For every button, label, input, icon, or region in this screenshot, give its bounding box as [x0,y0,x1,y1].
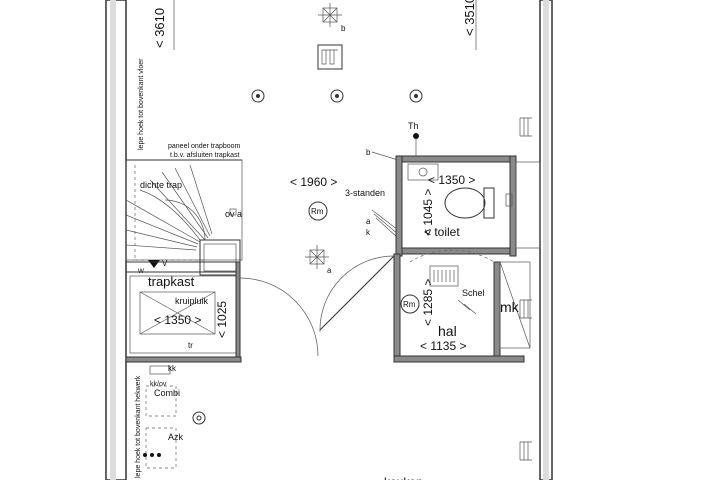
trapkast-label: trapkast [148,274,195,289]
bottom-room-label: keuken [384,475,423,480]
meter-cupboard-icon [499,261,531,349]
thermostat-label: Th [408,121,419,131]
door-swing-icon [319,255,395,333]
kruipluik-width: < 1350 > [154,313,201,327]
combi-label: Combi [154,388,180,398]
v-label: V [162,259,168,268]
hal-width: < 1135 > [420,339,467,353]
radiator-icon [317,44,343,70]
kk-ov-label: kk/ov [150,381,167,388]
panel-note-2: t.b.v. afsluiten trapkast [170,152,240,159]
kruipluik-label: kruipluik [175,296,209,306]
three-way-switch-label: 3-standen [345,188,385,198]
stair-note-floor: lepe hoek tot bovenkant vloer [138,58,145,150]
switch-label-b-side: b [366,148,371,157]
tr-label: tr [188,341,193,350]
outer-walls [105,0,553,480]
dimension-1960: < 1960 > [290,175,337,189]
stair-icon [125,159,243,276]
dimension-3610: < 3610 [152,8,167,48]
rm-main-label: Rm [311,207,324,216]
dimension-3510: < 3510 [462,0,477,36]
thermostat-icon [413,133,419,156]
kruipluik-height: < 1025 [215,301,229,338]
door-swing-icon [239,277,319,357]
stair-note-railing: lepe hoek tot bovenkant hekwerk [135,375,142,478]
kk-label: kk [168,364,177,373]
smoke-detector-icon [400,294,420,314]
rm-hal-label: Rm [403,300,416,309]
hal-height: < 1285 > [421,279,435,326]
smoke-detector-icon [308,201,328,221]
toilet-label: < toilet [424,225,460,239]
switch-label-k-side: k [366,228,371,237]
panel-note-1: paneel onder trapboom [168,143,241,150]
radiator-icon [519,117,532,137]
smoke-detector-icon [409,89,423,103]
radiator-icon [519,441,532,461]
ceiling-light-icon [305,245,329,269]
radiator-icon [429,265,459,287]
hal-label: hal [438,323,457,339]
toilet-width: < 1350 > [428,173,475,187]
radiator-icon [519,299,532,319]
mk-label: mk [500,299,520,315]
top-dimensions: < 3610 < 3510 [152,0,477,50]
w-label: w [137,266,144,275]
toilet-room [395,155,541,257]
toilet-icon [444,187,495,219]
utility-area: kk kk/ov Combi Azk [143,364,206,469]
switch-label-a-side: a [366,217,371,226]
switch-label-b-top: b [341,24,346,33]
smoke-detector-icon [330,89,344,103]
schel-label: Schel [462,288,485,298]
sink-icon [407,163,439,181]
smoke-detector-icon [251,89,265,103]
ceiling-light-icon [318,3,342,27]
trapkast-cupboard [125,261,242,363]
stair-label: dichte trap [140,180,182,190]
toilet-height: < 1045 > [421,189,435,236]
switch-label-a-main: a [327,266,332,275]
hal-room [393,249,531,363]
ov-a-label: ov a [225,209,242,219]
